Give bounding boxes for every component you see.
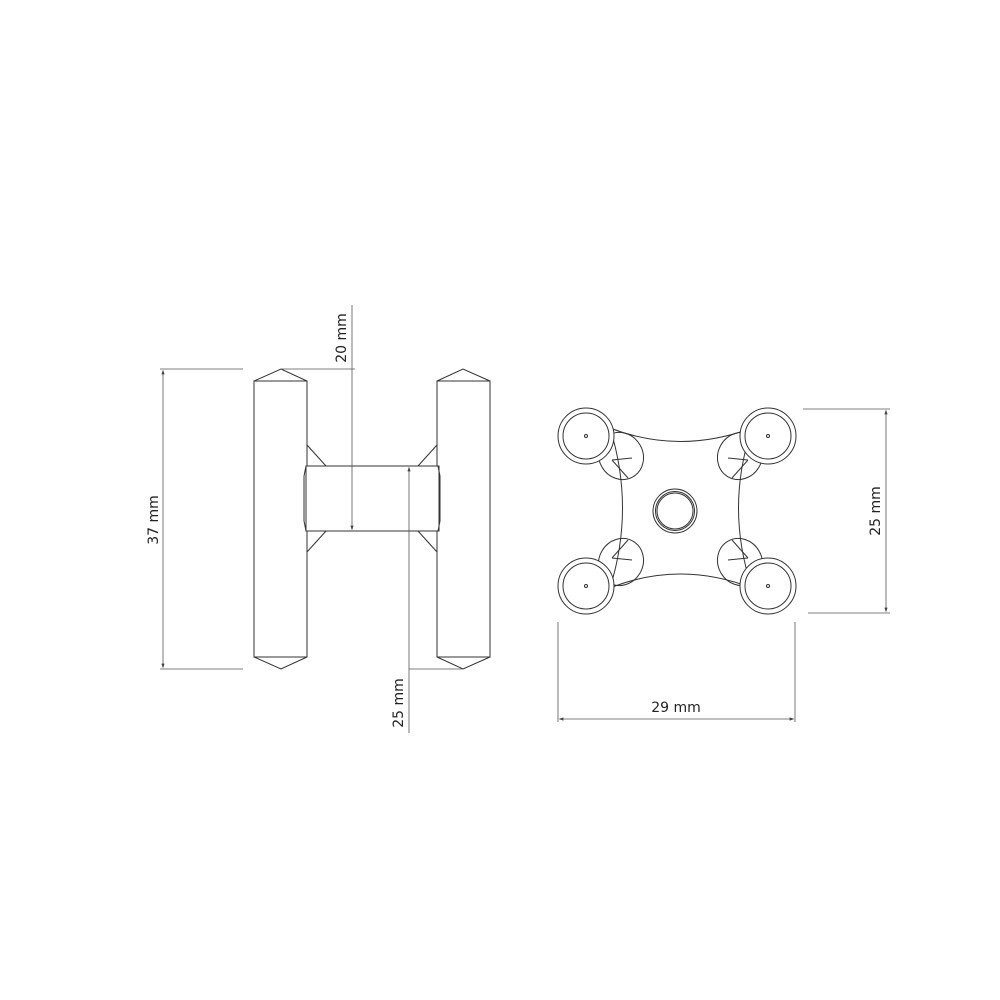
dimension-20mm: 20 mm [281, 305, 355, 531]
center-hole [652, 488, 698, 534]
dimension-label-25mm-top: 25 mm [868, 486, 884, 536]
dimension-label-29mm: 29 mm [651, 700, 701, 716]
dimension-label-25mm-side: 25 mm [391, 678, 407, 728]
dimension-37mm: 37 mm [146, 368, 243, 670]
left-post [253, 368, 308, 670]
foot-bottom-left [557, 557, 615, 615]
center-connector [303, 444, 441, 553]
foot-top-left [557, 407, 615, 465]
right-post [436, 368, 491, 670]
dimension-25mm-top: 25 mm [803, 408, 890, 614]
foot-top-right [739, 407, 797, 465]
dimension-25mm-side: 25 mm [391, 466, 463, 733]
side-view: 37 mm 20 mm 25 mm [146, 305, 491, 733]
top-view: 29 mm 25 mm [557, 407, 890, 722]
dimension-label-20mm: 20 mm [334, 313, 350, 363]
dimension-29mm: 29 mm [557, 622, 796, 722]
cross-body [609, 427, 753, 589]
dimension-label-37mm: 37 mm [146, 495, 162, 545]
foot-bottom-right [739, 557, 797, 615]
